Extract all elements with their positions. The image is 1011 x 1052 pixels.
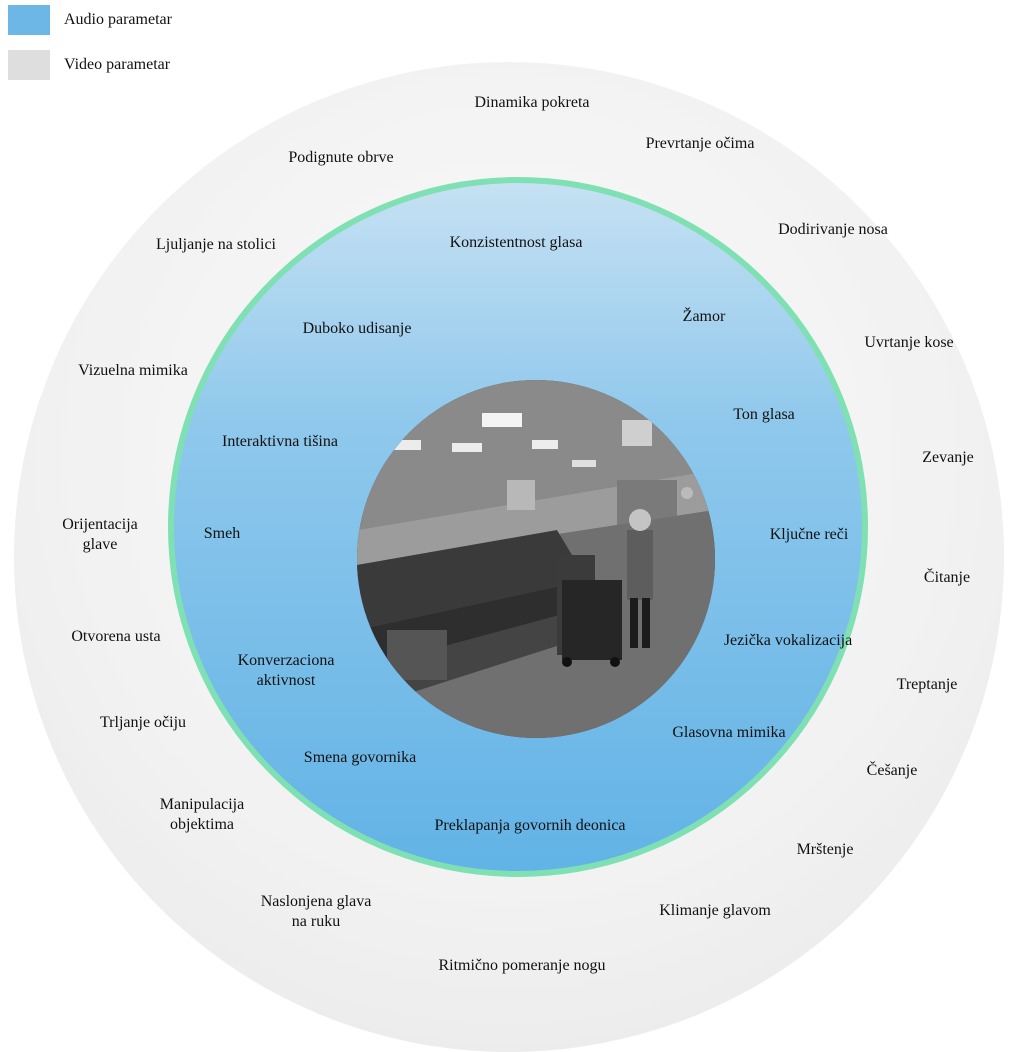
audio-param-interaktivna: Interaktivna tišina xyxy=(222,433,338,450)
video-param-vizuelna: Vizuelna mimika xyxy=(78,362,188,379)
audio-param-ton: Ton glasa xyxy=(733,406,795,423)
video-param-orijentacija-line1: Orijentacija xyxy=(62,516,138,533)
audio-param-konverzaciona: Konverzaciona aktivnost xyxy=(238,651,335,691)
video-param-orijentacija: Orijentacija glave xyxy=(62,515,138,555)
audio-param-kljucne: Ključne reči xyxy=(769,526,849,543)
video-param-manipulacija-line2: objektima xyxy=(170,816,234,833)
video-param-cesanje: Češanje xyxy=(866,762,918,779)
video-param-dodirivanje: Dodirivanje nosa xyxy=(778,221,888,238)
audio-param-konverzaciona-line1: Konverzaciona xyxy=(237,652,335,669)
video-param-mrstenje: Mrštenje xyxy=(796,841,854,858)
audio-param-konzistentnost: Konzistentnost glasa xyxy=(449,234,583,251)
video-param-naslonjena-line2: na ruku xyxy=(291,913,341,930)
legend-audio-swatch xyxy=(8,5,50,35)
lecture-hall-photo xyxy=(357,380,715,738)
audio-param-glasovna: Glasovna mimika xyxy=(672,724,786,741)
video-param-prevrtanje: Prevrtanje očima xyxy=(645,135,755,152)
video-param-manipulacija: Manipulacija objektima xyxy=(160,795,244,835)
audio-param-smeh: Smeh xyxy=(203,525,241,542)
video-param-manipulacija-line1: Manipulacija xyxy=(159,796,245,813)
audio-param-preklapanja: Preklapanja govornih deonica xyxy=(434,817,626,834)
video-param-otvorena: Otvorena usta xyxy=(71,628,161,645)
video-param-trljanje: Trljanje očiju xyxy=(99,714,187,731)
video-param-citanje: Čitanje xyxy=(923,569,971,586)
video-param-ljuljanje: Ljuljanje na stolici xyxy=(156,236,276,253)
legend-video-label: Video parametar xyxy=(64,56,171,73)
video-param-orijentacija-line2: glave xyxy=(82,536,118,553)
legend-video-swatch xyxy=(8,50,50,80)
video-param-treptanje: Treptanje xyxy=(896,676,958,693)
audio-param-jezicka: Jezička vokalizacija xyxy=(723,632,853,649)
video-param-podignute: Podignute obrve xyxy=(288,149,394,166)
audio-param-konverzaciona-line2: aktivnost xyxy=(256,672,316,689)
audio-param-smena: Smena govornika xyxy=(303,749,417,766)
video-param-naslonjena-line1: Naslonjena glava xyxy=(260,893,372,910)
audio-param-zamor: Žamor xyxy=(682,308,726,325)
legend-video: Video parametar xyxy=(8,50,170,80)
legend-audio: Audio parametar xyxy=(8,5,172,35)
video-param-dinamika: Dinamika pokreta xyxy=(474,94,590,111)
video-param-ritmicno: Ritmično pomeranje nogu xyxy=(438,957,606,974)
lecture-hall-image xyxy=(357,380,715,738)
video-param-uvrtanje: Uvrtanje kose xyxy=(864,334,954,351)
video-param-zevanje: Zevanje xyxy=(922,449,974,466)
audio-param-duboko: Duboko udisanje xyxy=(302,320,412,337)
legend-audio-label: Audio parametar xyxy=(64,11,172,28)
video-param-klimanje: Klimanje glavom xyxy=(659,902,771,919)
video-param-naslonjena: Naslonjena glava na ruku xyxy=(261,892,372,932)
